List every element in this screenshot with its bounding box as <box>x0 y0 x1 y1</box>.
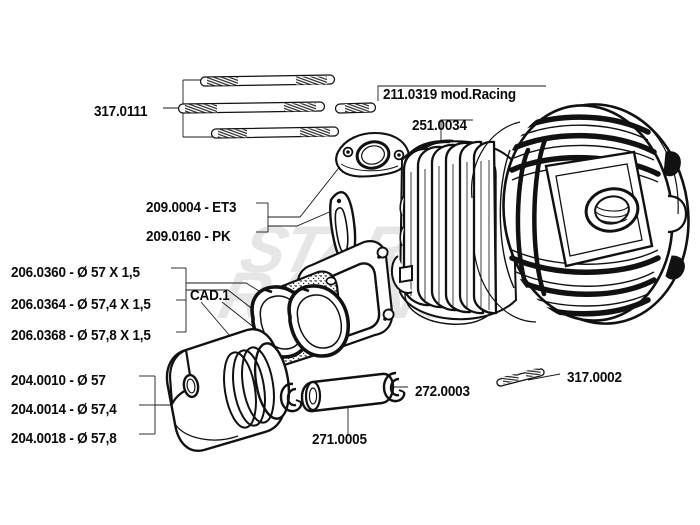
short-stud <box>496 367 545 387</box>
stud-long-2 <box>177 101 326 114</box>
label-204-0014: 204.0014 - Ø 57,4 <box>11 402 117 418</box>
circlip-right <box>382 371 406 403</box>
label-206-0364: 206.0364 - Ø 57,4 X 1,5 <box>11 297 151 313</box>
label-271-0005: 271.0005 <box>312 432 367 448</box>
label-204-0018: 204.0018 - Ø 57,8 <box>11 431 117 447</box>
gudgeon-pin <box>300 372 395 413</box>
label-206-0368: 206.0368 - Ø 57,8 X 1,5 <box>11 328 151 344</box>
cylinder-head <box>499 103 690 325</box>
piston-ring-lower <box>287 284 350 358</box>
label-206-0360: 206.0360 - Ø 57 X 1,5 <box>11 265 140 281</box>
label-272-0003: 272.0003 <box>415 384 470 400</box>
label-209-0160: 209.0160 - PK <box>146 229 231 245</box>
piston <box>165 328 291 453</box>
label-204-0010: 204.0010 - Ø 57 <box>11 373 106 389</box>
label-211-0319: 211.0319 mod.Racing <box>383 87 516 103</box>
circlip-left <box>279 382 303 413</box>
stud-short-right <box>334 102 377 114</box>
label-cad-1: CAD.1 <box>190 288 230 304</box>
stud-long-3 <box>210 126 340 139</box>
label-317-0111: 317.0111 <box>94 104 148 120</box>
label-251-0034: 251.0034 <box>412 118 467 134</box>
label-317-0002: 317.0002 <box>567 370 622 386</box>
intake-gasket <box>329 191 357 265</box>
intake-manifold-flange <box>335 131 410 178</box>
stud-long-1 <box>199 74 336 87</box>
circlips <box>279 371 406 413</box>
cylinder-barrel <box>390 139 518 325</box>
head-seal-disc <box>470 121 537 323</box>
label-209-0004: 209.0004 - ET3 <box>146 200 237 216</box>
cylinder-head-studs <box>177 74 377 139</box>
